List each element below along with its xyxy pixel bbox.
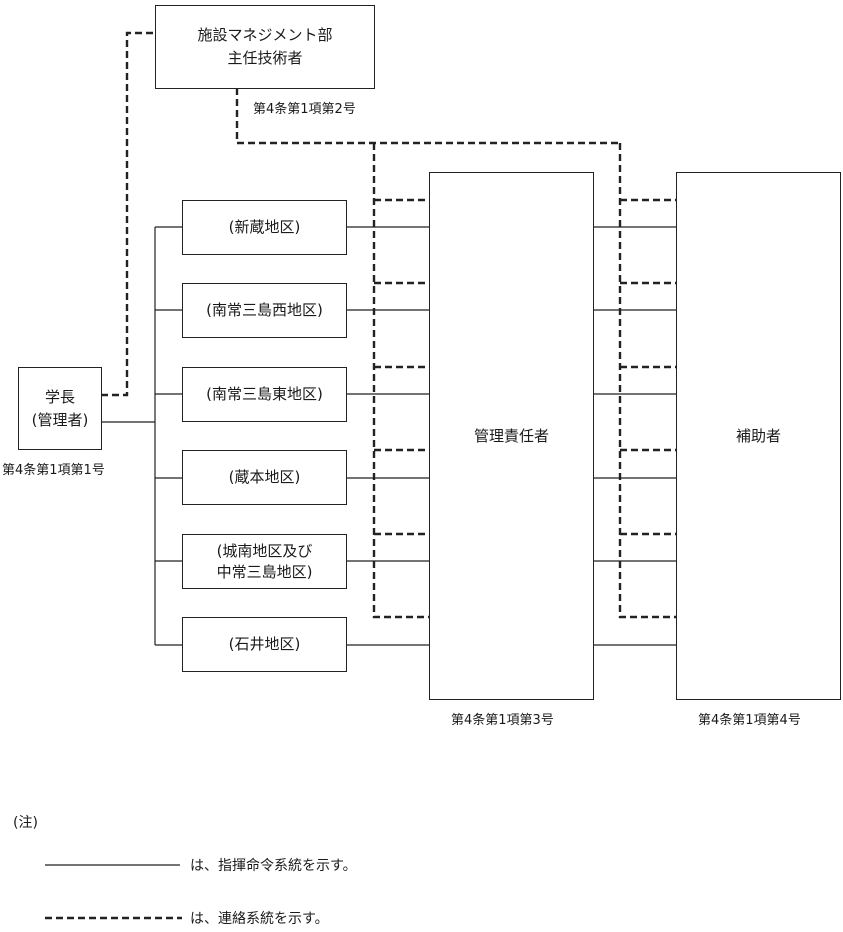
legend-title: (注) (13, 815, 38, 831)
president-to-facility-liaison (101, 31, 155, 397)
manager-liaison-ticks (374, 198, 429, 536)
district-box-shinkura: (新蔵地区) (182, 200, 347, 255)
president-ref: 第4条第1項第1号 (2, 463, 105, 478)
manager-label: 管理責任者 (473, 426, 549, 445)
assistant-ref: 第4条第1項第4号 (698, 713, 801, 728)
assistant-box: 補助者 (676, 172, 841, 700)
legend-dashed-text: は、連絡系統を示す。 (190, 911, 329, 927)
facility-dept-ref: 第4条第1項第2号 (253, 102, 356, 117)
facility-dept-name: 施設マネジメント部 (197, 26, 333, 44)
district-label: (南常三島東地区) (206, 385, 323, 403)
district-box-ishii: (石井地区) (182, 617, 347, 672)
manager-ref: 第4条第1項第3号 (451, 713, 554, 728)
district-box-jonan-naka-josanjima: (城南地区及び 中常三島地区) (182, 534, 347, 589)
district-label: (石井地区) (228, 635, 301, 653)
district-label: (南常三島西地区) (206, 301, 323, 319)
district-label: (新蔵地区) (228, 218, 301, 236)
manager-box: 管理責任者 (429, 172, 594, 700)
liaison-lines (101, 31, 676, 619)
assistant-liaison-ticks (620, 198, 676, 536)
district-box-minami-josanjima-west: (南常三島西地区) (182, 283, 347, 338)
manager-to-assistant-lines (594, 226, 676, 646)
district-to-manager-lines (347, 226, 429, 646)
president-title: 学長 (44, 387, 75, 406)
facility-dept-role: 主任技術者 (227, 49, 303, 67)
district-box-minami-josanjima-east: (南常三島東地区) (182, 367, 347, 422)
legend-solid-text: は、指揮命令系統を示す。 (190, 858, 357, 874)
president-box: 学長 (管理者) (18, 367, 102, 450)
manager-liaison-bus (372, 143, 429, 619)
president-role: (管理者) (31, 410, 89, 429)
district-label: (蔵本地区) (228, 468, 301, 486)
district-box-kuramoto: (蔵本地区) (182, 450, 347, 505)
district-label-line2: 中常三島地区) (216, 562, 313, 581)
assistant-label: 補助者 (735, 426, 781, 445)
assistant-liaison-bus (618, 143, 676, 619)
bus-to-district-lines (155, 226, 182, 646)
district-label: (城南地区及び (216, 541, 313, 560)
facility-dept-box: 施設マネジメント部 主任技術者 (155, 5, 375, 89)
facility-liaison-trunk (235, 88, 620, 145)
command-lines (101, 226, 676, 646)
